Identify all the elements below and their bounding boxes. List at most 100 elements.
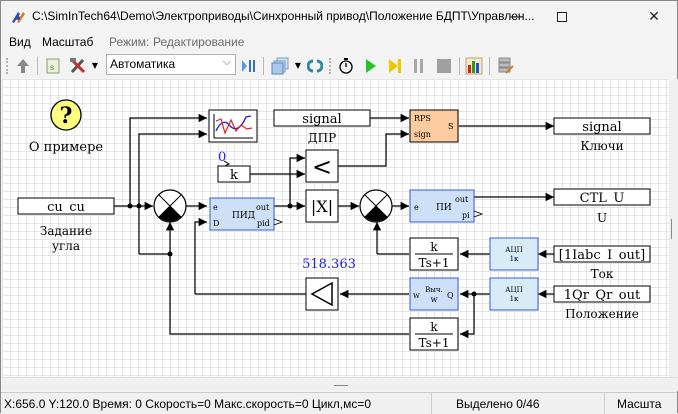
svg-text:cu_cu: cu_cu [47, 200, 85, 215]
svg-text:Ts+1: Ts+1 [419, 336, 450, 350]
calc-w-block[interactable]: w Выч. w Q [409, 277, 459, 311]
svg-text:ПИ: ПИ [436, 203, 452, 213]
input-position-caption: Положение [565, 307, 639, 321]
start-button[interactable] [361, 55, 381, 76]
transfer-function-block-2[interactable]: k Ts+1 [409, 317, 459, 351]
sum-block-2[interactable] [359, 189, 393, 223]
svg-text:<: < [312, 153, 332, 181]
rps-block[interactable]: RPS sign S [409, 109, 459, 143]
step-button[interactable] [385, 55, 405, 76]
svg-text:Выч.: Выч. [425, 286, 443, 294]
close-button[interactable]: ✕ [631, 1, 677, 33]
output-keys-block[interactable]: signal [553, 117, 651, 135]
help-button[interactable]: ? [50, 99, 82, 131]
tools-dropdown[interactable]: ▼ [90, 55, 100, 76]
menu-view[interactable]: Вид [9, 35, 31, 49]
adc-block-1[interactable]: АЦП 1к [489, 237, 539, 271]
vertical-scrollbar[interactable] [669, 79, 678, 377]
sum-block-1[interactable] [153, 189, 187, 223]
status-bar: X:656.0 Y:120.0 Время: 0 Скорость=0 Макс… [1, 392, 677, 414]
close-icon: ✕ [648, 9, 660, 25]
pi-block[interactable]: e ПИ out pi [409, 189, 484, 223]
script-icon: s [46, 58, 60, 73]
toolbar-grip[interactable] [329, 58, 331, 74]
svg-text:pid: pid [257, 219, 270, 228]
svg-text:АЦП: АЦП [505, 246, 523, 254]
up-button[interactable] [13, 55, 33, 76]
junctions [127, 203, 477, 297]
input-current-block[interactable]: [1Iabc_I_out] [553, 245, 651, 263]
layers-icon [271, 57, 289, 74]
menu-scale[interactable]: Масштаб [42, 35, 94, 49]
maximize-icon [557, 12, 567, 22]
layers-dropdown[interactable]: ▼ [293, 55, 303, 76]
chevron-down-icon: ⌵ [222, 56, 231, 68]
input-angle-block[interactable]: cu_cu [17, 197, 115, 215]
adc-block-2[interactable]: АЦП 1к [489, 277, 539, 311]
status-coords: X:656.0 Y:120.0 Время: 0 Скорость=0 Макс… [4, 397, 372, 411]
mode-select[interactable]: Автоматика ⌵ [106, 54, 236, 75]
minimize-button[interactable]: — [493, 1, 539, 33]
svg-text:w: w [413, 291, 420, 300]
stop-button[interactable] [433, 55, 455, 76]
tools-button[interactable] [67, 55, 89, 76]
svg-text:signal: signal [582, 120, 621, 135]
chart-button[interactable] [463, 55, 485, 76]
svg-text:Ts+1: Ts+1 [419, 256, 450, 270]
compare-block[interactable]: < [305, 149, 339, 183]
output-ctl-block[interactable]: CTL_U [553, 188, 651, 206]
svg-text:1Qr_Qr_out: 1Qr_Qr_out [564, 288, 641, 303]
timer-button[interactable] [335, 55, 357, 76]
scroll-thumb[interactable] [671, 219, 672, 239]
toolbar-grip[interactable] [6, 58, 8, 74]
refresh-button[interactable] [305, 55, 325, 76]
database-edit-icon [498, 57, 514, 74]
transfer-function-block-1[interactable]: k Ts+1 [409, 237, 459, 271]
script-button[interactable]: s [43, 55, 63, 76]
pause-icon [414, 58, 423, 73]
gain-block[interactable] [305, 277, 339, 311]
dpr-caption: ДПР [308, 131, 336, 145]
const-k-block[interactable]: k [217, 160, 251, 183]
maximize-button[interactable] [539, 1, 585, 33]
minimize-icon: — [509, 9, 523, 25]
svg-text:k: k [430, 240, 438, 254]
stopwatch-icon [339, 57, 353, 74]
mode-label: Режим: [109, 35, 150, 49]
status-divider [604, 393, 605, 414]
dpr-input-block[interactable]: signal [273, 109, 371, 127]
input-position-block[interactable]: 1Qr_Qr_out [553, 285, 651, 303]
dropdown-icon: ▼ [294, 61, 302, 70]
input-angle-caption-2: угла [52, 239, 80, 253]
play-icon [366, 58, 376, 73]
svg-text:sign: sign [414, 130, 431, 139]
dropdown-icon: ▼ [91, 61, 99, 70]
chart-icon [465, 57, 483, 74]
horizontal-splitter[interactable] [2, 377, 678, 391]
splitter-grip[interactable] [334, 385, 348, 386]
menu-bar: Вид Масштаб Режим: Редактирование [1, 33, 677, 53]
pause-button[interactable] [409, 55, 429, 76]
help-label: О примере [29, 140, 104, 155]
layers-button[interactable] [269, 55, 291, 76]
pid-block[interactable]: e D ПИД out pid [209, 197, 284, 231]
mode-value: Редактирование [153, 35, 245, 49]
title-bar: C:\SimInTech64\Demo\Электроприводы\Синхр… [1, 1, 677, 33]
svg-text:out: out [455, 195, 469, 204]
svg-text:out: out [256, 203, 270, 212]
svg-text:w: w [431, 295, 438, 304]
up-arrow-icon [17, 58, 29, 73]
svg-text:ПИД: ПИД [232, 211, 255, 221]
diagram-svg: ? О примере cu_cu Задание угла [17, 99, 651, 351]
svg-text:e: e [414, 203, 419, 212]
toolbar-separator [37, 57, 38, 75]
scope-block[interactable] [208, 109, 258, 143]
abs-block[interactable]: |X| [305, 189, 339, 223]
toolbar-separator [489, 57, 490, 75]
diagram-canvas[interactable]: ? О примере cu_cu Задание угла [2, 79, 669, 377]
database-edit-button[interactable] [495, 55, 517, 76]
align-button[interactable] [239, 55, 259, 76]
input-angle-caption-1: Задание [40, 224, 92, 238]
window-title: C:\SimInTech64\Demo\Электроприводы\Синхр… [32, 9, 535, 23]
